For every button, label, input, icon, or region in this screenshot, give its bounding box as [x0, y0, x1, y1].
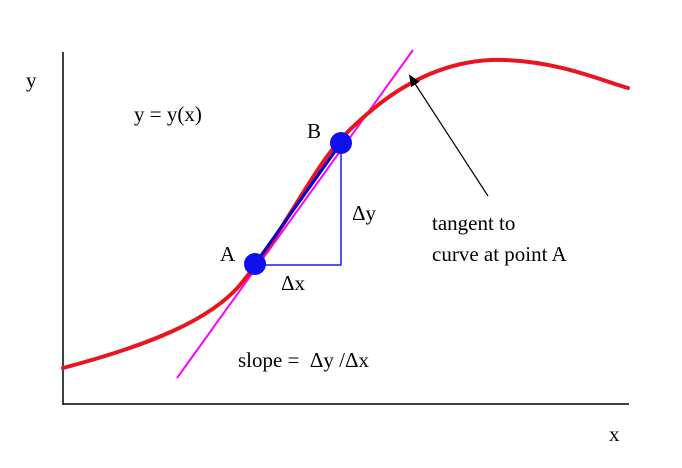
function-label: y = y(x): [134, 102, 202, 126]
point-a-marker: [244, 253, 266, 275]
function-curve: [61, 57, 630, 370]
tangent-annotation-line2: curve at point A: [432, 242, 568, 266]
point-a-label: A: [220, 242, 236, 266]
delta-triangle: [255, 143, 342, 266]
point-b-label: B: [307, 119, 321, 143]
y-axis-label: y: [26, 68, 37, 92]
point-b-marker: [330, 132, 352, 154]
tangent-line: [176, 49, 414, 379]
delta-x-label: Δx: [281, 271, 306, 295]
secant-line: [253, 142, 343, 265]
slope-formula: slope = Δy /Δx: [238, 348, 370, 372]
x-axis-label: x: [609, 422, 620, 446]
tangent-annotation-line1: tangent to: [432, 211, 515, 235]
delta-y-label: Δy: [352, 201, 377, 225]
tangent-arrow: [408, 74, 489, 197]
